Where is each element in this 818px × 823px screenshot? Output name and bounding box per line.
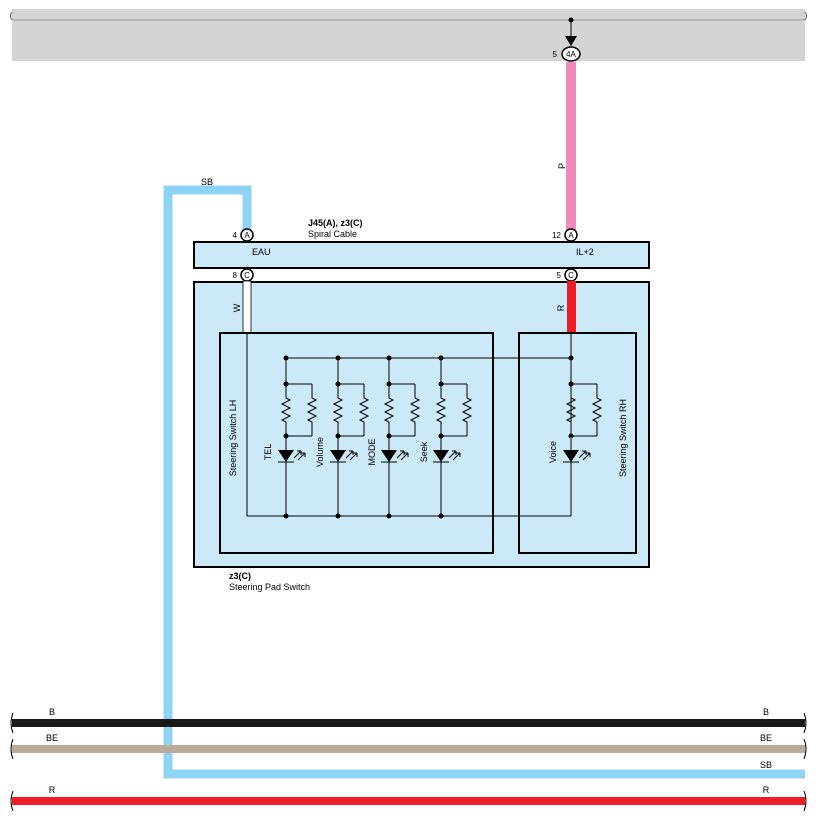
bus-b-label-left: B (49, 707, 55, 717)
bus-be-label-right: BE (760, 733, 772, 743)
connector-a-left-label: A (244, 231, 250, 240)
connector-c-right-label: C (568, 271, 574, 280)
resistor-volume-2 (358, 384, 370, 436)
connector-c-left-label: C (244, 271, 250, 280)
eau-label: EAU (252, 247, 271, 257)
led-tel-rays (293, 450, 306, 461)
led-label-seek: Seek (419, 441, 429, 462)
led-tel (278, 450, 294, 462)
led-voice-rays-head (582, 450, 591, 457)
connector-a-right-label: A (568, 231, 574, 240)
il2-label: IL+2 (576, 247, 594, 257)
led-label-tel: TEL (263, 444, 273, 461)
led-seek-rays (448, 450, 461, 461)
led-voice (563, 450, 579, 462)
connector-a-right (564, 228, 578, 242)
sb-wire-label: SB (201, 177, 213, 187)
pin-12: 12 (552, 231, 561, 240)
bus-be-label-left: BE (46, 733, 58, 743)
led-volume-rays (345, 450, 358, 461)
switch-branches (278, 355, 603, 519)
bus-r-label-right: R (763, 785, 770, 795)
spiral-cable-name: Spiral Cable (308, 229, 357, 239)
p-wire (566, 62, 576, 230)
steering-pad-switch-code: z3(C) (229, 571, 251, 581)
node-top-voice (568, 355, 574, 361)
led-voice-rays (578, 450, 591, 461)
led-volume-rays-head (349, 450, 358, 457)
led-tel-rays-head (297, 450, 306, 457)
node-bot-volume (335, 513, 341, 519)
connector-4a-label: 4A (566, 50, 576, 59)
connector-4a (561, 46, 581, 62)
steering-switch-lh-box (219, 332, 494, 554)
led-label-mode: MODE (367, 439, 377, 466)
pin-4: 4 (233, 231, 238, 240)
steering-switch-rh-label: Steering Switch RH (618, 399, 628, 477)
resistor-voice-2 (591, 384, 603, 436)
w-wire-label: W (232, 303, 242, 312)
steering-switch-lh-label: Steering Switch LH (228, 400, 238, 477)
top-pin-number: 5 (553, 50, 558, 59)
led-label-volume: Volume (315, 437, 325, 467)
pin-8: 8 (233, 271, 238, 280)
resistor-tel-2 (306, 384, 318, 436)
resistor-volume-1 (332, 384, 344, 436)
pin-5: 5 (557, 271, 562, 280)
p-wire-label: P (557, 163, 567, 169)
node-bot-mode (386, 513, 392, 519)
sb-wire (163, 185, 805, 779)
w-wire (242, 280, 252, 334)
bus-sb-label-right: SB (760, 760, 772, 770)
bus-b-label-right: B (763, 707, 769, 717)
r-wire-label: R (556, 304, 566, 311)
r-wire (567, 281, 576, 333)
resistor-tel-1 (280, 384, 292, 436)
led-seek-rays-head (452, 450, 461, 457)
connector-a-left (240, 228, 254, 242)
spiral-cable-box (193, 241, 650, 269)
resistor-seek-1 (435, 384, 447, 436)
node-bot-seek (438, 513, 444, 519)
led-label-voice: Voice (548, 441, 558, 463)
bus-be (12, 745, 805, 753)
resistor-seek-2 (461, 384, 473, 436)
resistor-mode-2 (409, 384, 421, 436)
spiral-cable-code: J45(A), z3(C) (308, 218, 363, 228)
led-mode (381, 450, 397, 462)
led-mode-rays-head (400, 450, 409, 457)
node-bot-tel (283, 513, 289, 519)
bus-r (12, 797, 805, 805)
resistor-mode-1 (383, 384, 395, 436)
bus-r-label-left: R (49, 785, 56, 795)
resistor-voice-1 (565, 384, 577, 436)
bus-break-marks (10, 712, 807, 812)
bus-b (12, 719, 805, 727)
steering-pad-switch-name: Steering Pad Switch (229, 582, 310, 592)
led-mode-rays (396, 450, 409, 461)
top-bus-bar (12, 9, 805, 61)
led-seek (433, 450, 449, 462)
led-volume (330, 450, 346, 462)
